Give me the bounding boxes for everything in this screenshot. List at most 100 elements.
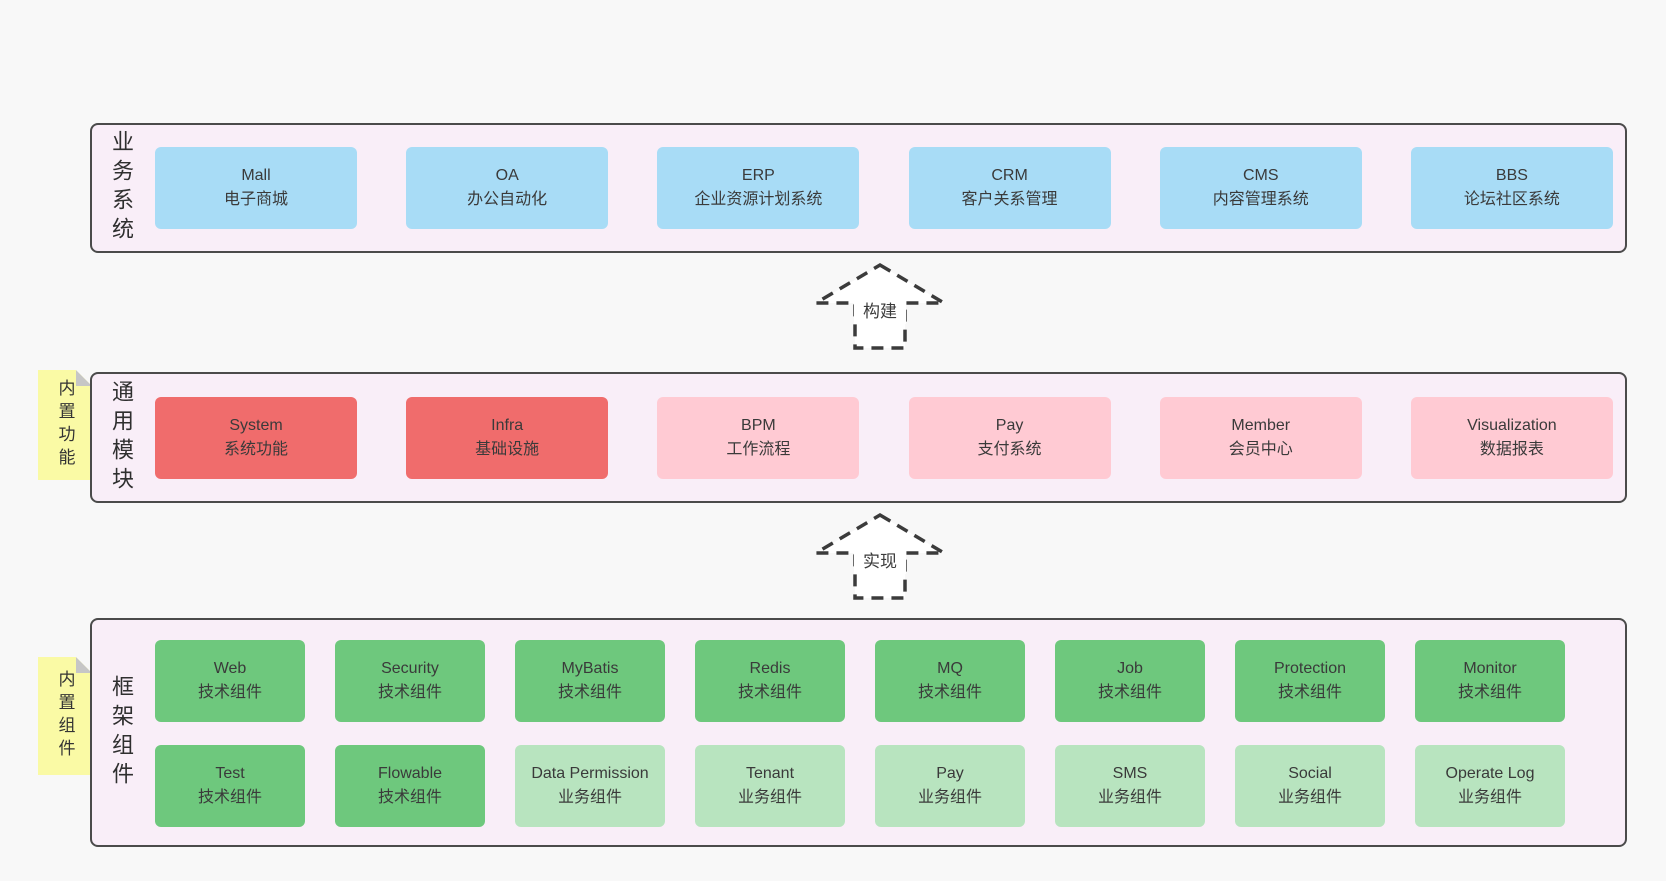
sticky-note-built-in-functions: 内置功能: [38, 370, 92, 480]
box-oa: OA 办公自动化: [406, 147, 609, 229]
box-subtitle: 业务组件: [1457, 789, 1522, 806]
box-title: Tenant: [745, 765, 795, 782]
box-subtitle: 支付系统: [977, 440, 1042, 458]
box-title: Job: [1117, 660, 1143, 677]
box-operate-log: Operate Log 业务组件: [1415, 745, 1565, 827]
components-rows: Web 技术组件 Security 技术组件 MyBatis 技术组件 Redi…: [155, 640, 1565, 827]
box-title: CMS: [1242, 167, 1279, 184]
modules-box-row: System 系统功能 Infra 基础设施 BPM 工作流程 Pay 支付系统…: [155, 396, 1613, 479]
box-subtitle: 技术组件: [197, 684, 262, 701]
box-security: Security 技术组件: [335, 640, 485, 722]
sticky-label: 内置组件: [55, 670, 75, 762]
box-title: BBS: [1495, 167, 1528, 184]
box-title: Pay: [936, 765, 964, 782]
box-title: BPM: [741, 416, 776, 434]
box-redis: Redis 技术组件: [695, 640, 845, 722]
box-title: Member: [1231, 416, 1291, 434]
layer-framework-components: 框架组件 Web 技术组件 Security 技术组件 MyBatis 技术组件…: [90, 618, 1627, 847]
box-erp: ERP 企业资源计划系统: [657, 147, 860, 229]
box-social: Social 业务组件: [1235, 745, 1385, 827]
box-subtitle: 电子商城: [223, 191, 288, 208]
box-mall: Mall 电子商城: [155, 147, 357, 229]
box-title: System: [229, 416, 283, 434]
components-row-1: Web 技术组件 Security 技术组件 MyBatis 技术组件 Redi…: [155, 640, 1565, 722]
box-title: Mall: [241, 167, 271, 184]
box-tenant: Tenant 业务组件: [695, 745, 845, 827]
box-title: OA: [495, 167, 519, 184]
box-job: Job 技术组件: [1055, 640, 1205, 722]
box-subtitle: 业务组件: [737, 789, 802, 806]
box-title: Operate Log: [1445, 765, 1535, 782]
box-subtitle: 技术组件: [557, 684, 622, 701]
box-data-permission: Data Permission 业务组件: [515, 745, 665, 827]
build-arrow-icon: 构建: [810, 262, 950, 350]
box-title: Infra: [491, 416, 524, 434]
sticky-note-built-in-components: 内置组件: [38, 657, 92, 775]
box-subtitle: 工作流程: [726, 440, 791, 458]
layer-common-modules: 通用模块 System 系统功能 Infra 基础设施 BPM 工作流程 Pay…: [90, 372, 1627, 503]
box-subtitle: 技术组件: [737, 684, 802, 701]
box-subtitle: 技术组件: [1097, 684, 1162, 701]
box-subtitle: 客户关系管理: [961, 191, 1058, 208]
box-title: Protection: [1273, 660, 1347, 677]
box-subtitle: 业务组件: [1277, 789, 1342, 806]
box-title: Test: [215, 765, 245, 782]
box-subtitle: 技术组件: [377, 789, 442, 806]
box-test: Test 技术组件: [155, 745, 305, 827]
box-infra: Infra 基础设施: [406, 396, 609, 479]
box-subtitle: 系统功能: [223, 440, 288, 458]
build-arrow-label: 构建: [863, 302, 897, 321]
box-crm: CRM 客户关系管理: [908, 147, 1111, 229]
box-monitor: Monitor 技术组件: [1415, 640, 1565, 722]
implement-arrow-icon: 实现: [810, 512, 950, 600]
box-subtitle: 办公自动化: [467, 191, 548, 208]
box-subtitle: 基础设施: [475, 440, 540, 458]
box-subtitle: 技术组件: [1277, 684, 1342, 701]
layer-business-systems: 业务系统 Mall 电子商城 OA 办公自动化 ERP 企业资源计划系统 CRM…: [90, 123, 1627, 253]
layer-label-modules: 通用模块: [109, 379, 134, 496]
box-bpm: BPM 工作流程: [657, 396, 860, 479]
sticky-label: 内置功能: [55, 379, 75, 471]
layer-label-components: 框架组件: [109, 674, 134, 791]
box-subtitle: 数据报表: [1479, 440, 1544, 458]
box-mybatis: MyBatis 技术组件: [515, 640, 665, 722]
box-title: CRM: [991, 167, 1028, 184]
business-box-row: Mall 电子商城 OA 办公自动化 ERP 企业资源计划系统 CRM 客户关系…: [155, 147, 1613, 229]
box-title: Pay: [995, 416, 1024, 434]
box-system: System 系统功能: [155, 396, 357, 479]
box-title: SMS: [1112, 765, 1148, 782]
box-visualization: Visualization 数据报表: [1410, 396, 1613, 479]
box-member: Member 会员中心: [1159, 396, 1362, 479]
box-title: Redis: [749, 660, 791, 677]
box-subtitle: 技术组件: [377, 684, 442, 701]
box-protection: Protection 技术组件: [1235, 640, 1385, 722]
box-pay-module: Pay 支付系统: [908, 396, 1111, 479]
box-subtitle: 技术组件: [1457, 684, 1522, 701]
components-row-2: Test 技术组件 Flowable 技术组件 Data Permission …: [155, 745, 1565, 827]
implement-arrow-label: 实现: [863, 552, 897, 571]
box-title: Flowable: [377, 765, 443, 782]
box-subtitle: 业务组件: [1097, 789, 1162, 806]
box-title: Social: [1288, 765, 1332, 782]
box-title: Data Permission: [531, 765, 649, 782]
box-title: Web: [213, 660, 247, 677]
box-subtitle: 企业资源计划系统: [694, 191, 823, 208]
box-title: Visualization: [1467, 416, 1557, 434]
box-subtitle: 会员中心: [1228, 440, 1293, 458]
box-bbs: BBS 论坛社区系统: [1410, 147, 1613, 229]
box-subtitle: 业务组件: [917, 789, 982, 806]
box-subtitle: 技术组件: [197, 789, 262, 806]
box-title: MyBatis: [561, 660, 619, 677]
box-title: ERP: [741, 167, 775, 184]
layer-label-business: 业务系统: [109, 130, 134, 246]
box-sms: SMS 业务组件: [1055, 745, 1205, 827]
box-pay-component: Pay 业务组件: [875, 745, 1025, 827]
box-subtitle: 业务组件: [557, 789, 622, 806]
box-title: MQ: [937, 660, 963, 677]
box-subtitle: 内容管理系统: [1212, 191, 1309, 208]
box-flowable: Flowable 技术组件: [335, 745, 485, 827]
box-subtitle: 技术组件: [917, 684, 982, 701]
box-title: Monitor: [1463, 660, 1517, 677]
box-cms: CMS 内容管理系统: [1159, 147, 1362, 229]
